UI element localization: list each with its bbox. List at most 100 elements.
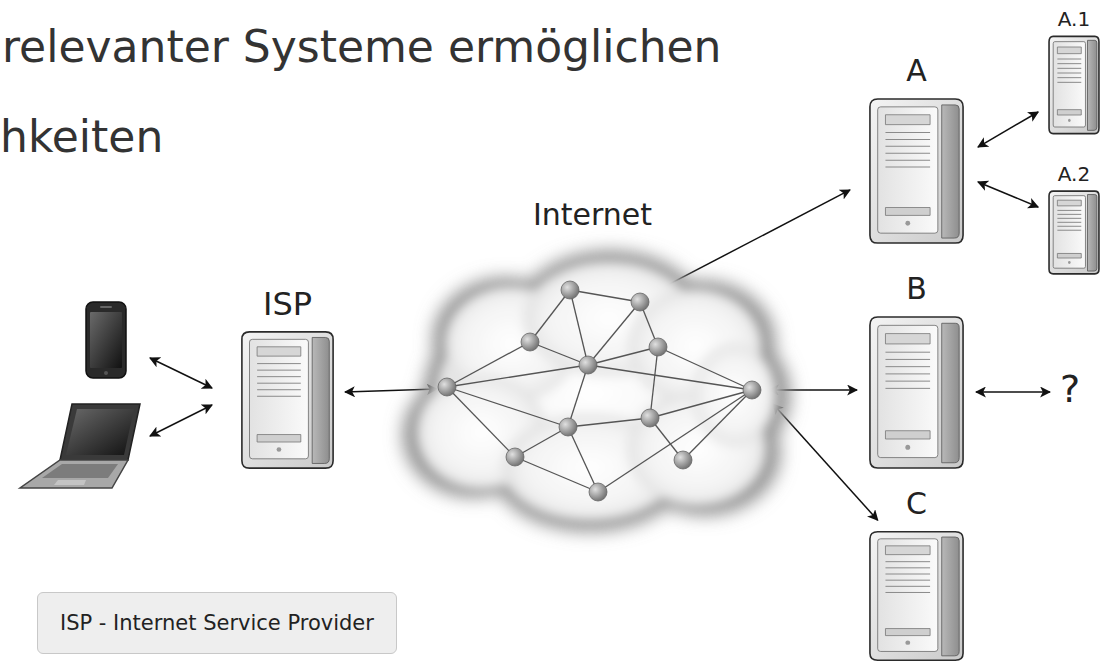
drive-bay — [885, 115, 930, 125]
network-link — [650, 347, 658, 418]
vent-slot — [885, 580, 930, 581]
network-link — [530, 290, 570, 342]
vent-slot — [885, 373, 930, 374]
front-slot — [1057, 253, 1081, 258]
power-led — [1068, 119, 1071, 122]
node-label: Internet — [385, 198, 800, 231]
node-label: B — [868, 272, 965, 305]
server-panel — [1053, 196, 1085, 269]
server-body — [870, 532, 963, 660]
server-panel — [250, 339, 309, 458]
server-panel — [1053, 42, 1085, 127]
vent-slot — [1057, 218, 1081, 219]
vent-slot — [257, 396, 301, 397]
phone-arrow — [150, 358, 212, 388]
network-link — [515, 457, 598, 492]
server-graphic — [868, 315, 965, 470]
server-body — [1049, 36, 1099, 133]
network-links — [447, 290, 752, 492]
vent-slot — [885, 359, 930, 360]
router-dot — [589, 483, 607, 501]
vent-slot — [1057, 82, 1081, 83]
vent-slot — [257, 363, 301, 364]
router-dot — [579, 356, 597, 374]
server-graphic — [1048, 35, 1100, 135]
server-case — [870, 317, 963, 468]
server-icon — [868, 315, 965, 470]
front-slot — [885, 208, 930, 216]
server-icon — [1048, 35, 1100, 135]
power-led — [905, 640, 910, 644]
server-panel — [878, 539, 938, 652]
server-body — [870, 99, 963, 243]
vent-slot — [885, 592, 930, 593]
server-icon — [1048, 190, 1100, 275]
vent-slot — [257, 370, 301, 371]
router-dot — [438, 378, 456, 396]
laptop-arrow — [150, 405, 212, 436]
vent-slot — [885, 574, 930, 575]
vent-slot — [885, 153, 930, 154]
drive-bay — [885, 334, 930, 344]
cloud-fill — [416, 261, 776, 521]
network-connection — [978, 182, 1038, 207]
vent-slot — [1057, 59, 1081, 60]
laptop — [20, 404, 140, 488]
isp-server: ISP — [240, 287, 335, 470]
node-label: A — [868, 54, 965, 87]
server-icon — [868, 530, 965, 662]
vent-slot — [1057, 68, 1081, 69]
server-body — [242, 332, 333, 468]
server-graphic — [240, 330, 335, 470]
vent-slot — [885, 167, 930, 168]
slide-heading: hkeiten — [0, 112, 163, 163]
server-side — [942, 105, 959, 238]
power-led — [905, 221, 910, 226]
server-case — [870, 99, 963, 243]
server-graphic — [868, 97, 965, 245]
vent-slot — [1057, 222, 1081, 223]
cloud-shape — [385, 235, 800, 545]
vent-slot — [885, 146, 930, 147]
vent-slot — [885, 366, 930, 367]
slide-heading: relevanter Systeme ermöglichen — [2, 22, 722, 73]
network-link — [658, 347, 752, 390]
server-graphic — [1048, 190, 1100, 275]
server-panel — [878, 107, 938, 233]
network-link — [588, 365, 752, 390]
vent-slot — [885, 132, 930, 133]
server-case — [1049, 36, 1099, 133]
network-link — [447, 387, 568, 427]
vent-slot — [1057, 77, 1081, 78]
drive-bay — [257, 347, 301, 356]
vent-slot — [885, 352, 930, 353]
drive-bay — [1057, 47, 1081, 54]
power-led — [905, 445, 910, 450]
node-label: C — [868, 487, 965, 520]
vent-slot — [885, 561, 930, 562]
server-case — [1049, 191, 1099, 274]
network-link — [570, 290, 588, 365]
server-b: B — [868, 272, 965, 470]
router-dot — [641, 409, 659, 427]
vent-slot — [1057, 226, 1081, 227]
server-side — [942, 537, 959, 656]
router-dot — [521, 333, 539, 351]
front-slot — [1057, 110, 1081, 115]
abbreviation-note: ISP - Internet Service Provider — [37, 592, 397, 654]
network-link — [570, 290, 640, 302]
vent-slot — [1057, 214, 1081, 215]
server-body — [1049, 191, 1099, 274]
network-link — [447, 365, 588, 387]
vent-slot — [885, 586, 930, 587]
network-link — [650, 390, 752, 418]
front-slot — [885, 431, 930, 439]
router-dot — [631, 293, 649, 311]
server-side — [1088, 195, 1097, 271]
cloud-graphic — [385, 235, 800, 545]
router-dot — [561, 281, 579, 299]
server-a2: A.2 — [1048, 163, 1100, 275]
front-slot — [885, 629, 930, 636]
vent-slot — [257, 389, 301, 390]
